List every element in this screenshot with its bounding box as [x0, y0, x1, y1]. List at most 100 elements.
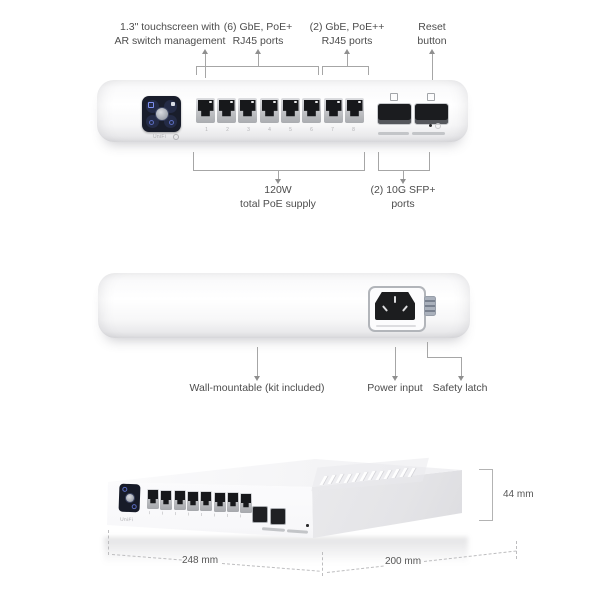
- dimension-tick: [322, 552, 323, 576]
- rj45-port-1: [196, 98, 215, 123]
- reset-button-icon: [435, 123, 441, 129]
- callout-poe-supply: 120W total PoE supply: [240, 184, 316, 210]
- screen-dot-icon: [131, 504, 137, 510]
- rj45-port-6: [302, 98, 321, 123]
- rj45-port: [174, 490, 186, 510]
- inlet-pin: [394, 296, 396, 303]
- screen-dot-icon: [149, 120, 154, 125]
- rj45-jack: [303, 99, 320, 117]
- rj45-jack: [282, 99, 299, 117]
- ubiquiti-logo-icon: [173, 134, 179, 140]
- reset-button: [306, 524, 309, 527]
- dimension-bracket-44: [492, 469, 493, 521]
- port-led: [273, 101, 276, 103]
- leader-line-power-input: [395, 347, 396, 376]
- rj45-port-5: [281, 98, 300, 123]
- callout-gbe-poe-plusplus: (2) GbE, PoE++ RJ45 ports: [309, 21, 385, 47]
- callout-reset-button: Reset button: [417, 21, 447, 47]
- port-led: [251, 101, 254, 103]
- screen-dot-icon: [169, 120, 174, 125]
- callout-power-input: Power input: [367, 382, 423, 394]
- leader-arrow: [275, 179, 281, 184]
- leader-arrow: [400, 179, 406, 184]
- sfp-port-1: [378, 104, 411, 124]
- leader-arrow: [429, 49, 435, 54]
- rj45-port: [214, 492, 226, 512]
- leader-arrow: [392, 376, 398, 381]
- rj45-port-7: [324, 98, 343, 123]
- rj45-port-8: [345, 98, 364, 123]
- inlet-spec-text: [376, 325, 416, 327]
- leader-line-safety-latch: [461, 357, 462, 376]
- leader-arrow: [255, 49, 261, 54]
- rj45-port-2: [217, 98, 236, 123]
- rj45-jack: [241, 494, 251, 508]
- sfp-port-icon: [390, 93, 398, 101]
- bracket-sfp-ports: [378, 152, 430, 171]
- unifi-logo-text: UniFi: [153, 134, 167, 140]
- sfp-port-2: [270, 508, 286, 525]
- port-led: [209, 101, 212, 103]
- callout-gbe-poe-plus: (6) GbE, PoE+ RJ45 ports: [223, 21, 293, 47]
- rj45-jack: [239, 99, 256, 117]
- dimension-tick: [108, 530, 109, 555]
- sfp-port-1: [252, 506, 268, 523]
- screen-dot-icon: [122, 486, 128, 492]
- safety-latch: [424, 296, 436, 316]
- dimension-bracket-44: [479, 520, 492, 521]
- power-inlet-socket: [375, 292, 415, 320]
- rj45-port: [227, 492, 239, 512]
- dimension-height: 44 mm: [503, 489, 534, 500]
- callout-safety-latch: Safety latch: [432, 382, 488, 394]
- power-inlet-frame: [368, 286, 426, 332]
- rj45-jack: [325, 99, 342, 117]
- rj45-jack: [175, 491, 185, 505]
- callout-sfp-ports: (2) 10G SFP+ ports: [370, 184, 436, 210]
- rj45-jack: [201, 492, 211, 506]
- rj45-jack: [188, 492, 198, 506]
- vent-slot: [378, 132, 409, 135]
- leader-line-sfp: [403, 170, 404, 179]
- dimension-depth: 200 mm: [384, 556, 422, 567]
- leader-line-wall-mount: [257, 347, 258, 376]
- screen-center-button: [154, 107, 169, 121]
- bracket-poe-supply: [193, 152, 365, 171]
- sfp-port-2: [415, 104, 448, 124]
- rj45-jack: [346, 99, 363, 117]
- leader-arrow: [202, 49, 208, 54]
- screen-square-icon: [148, 102, 154, 108]
- inlet-pin: [381, 305, 389, 312]
- rj45-jack: [228, 493, 238, 507]
- port-led: [230, 101, 233, 103]
- callout-touchscreen-line1: 1.3" touchscreen with: [119, 21, 221, 33]
- port-led: [358, 101, 361, 103]
- leader-line-safety-latch: [427, 357, 461, 358]
- port-led: [294, 101, 297, 103]
- port-led: [315, 101, 318, 103]
- screen-status-icon: [171, 102, 175, 106]
- rj45-jack: [197, 99, 214, 117]
- inlet-pin: [401, 305, 409, 312]
- rj45-port: [200, 491, 212, 511]
- rj45-port: [160, 490, 172, 510]
- dimension-bracket-44: [479, 469, 492, 470]
- callout-touchscreen-line2: AR switch management: [114, 34, 226, 47]
- leader-line-gbe6: [258, 54, 259, 66]
- touchscreen-display: [142, 96, 181, 132]
- vent-slot: [412, 132, 445, 135]
- port-led: [337, 101, 340, 103]
- rj45-port-3: [238, 98, 257, 123]
- rj45-jack: [215, 493, 225, 507]
- switch-perspective-view: UniFi: [100, 450, 540, 590]
- dimension-tick: [516, 541, 517, 559]
- rj45-port: [187, 491, 199, 511]
- rj45-jack: [218, 99, 235, 117]
- bracket-gbe2-ports: [322, 66, 369, 75]
- rj45-jack: [261, 99, 278, 117]
- floor-reflection: [104, 537, 468, 569]
- leader-arrow: [254, 376, 260, 381]
- unifi-logo-text: UniFi: [119, 516, 134, 524]
- leader-line-poe: [278, 170, 279, 179]
- rj45-port: [240, 493, 252, 513]
